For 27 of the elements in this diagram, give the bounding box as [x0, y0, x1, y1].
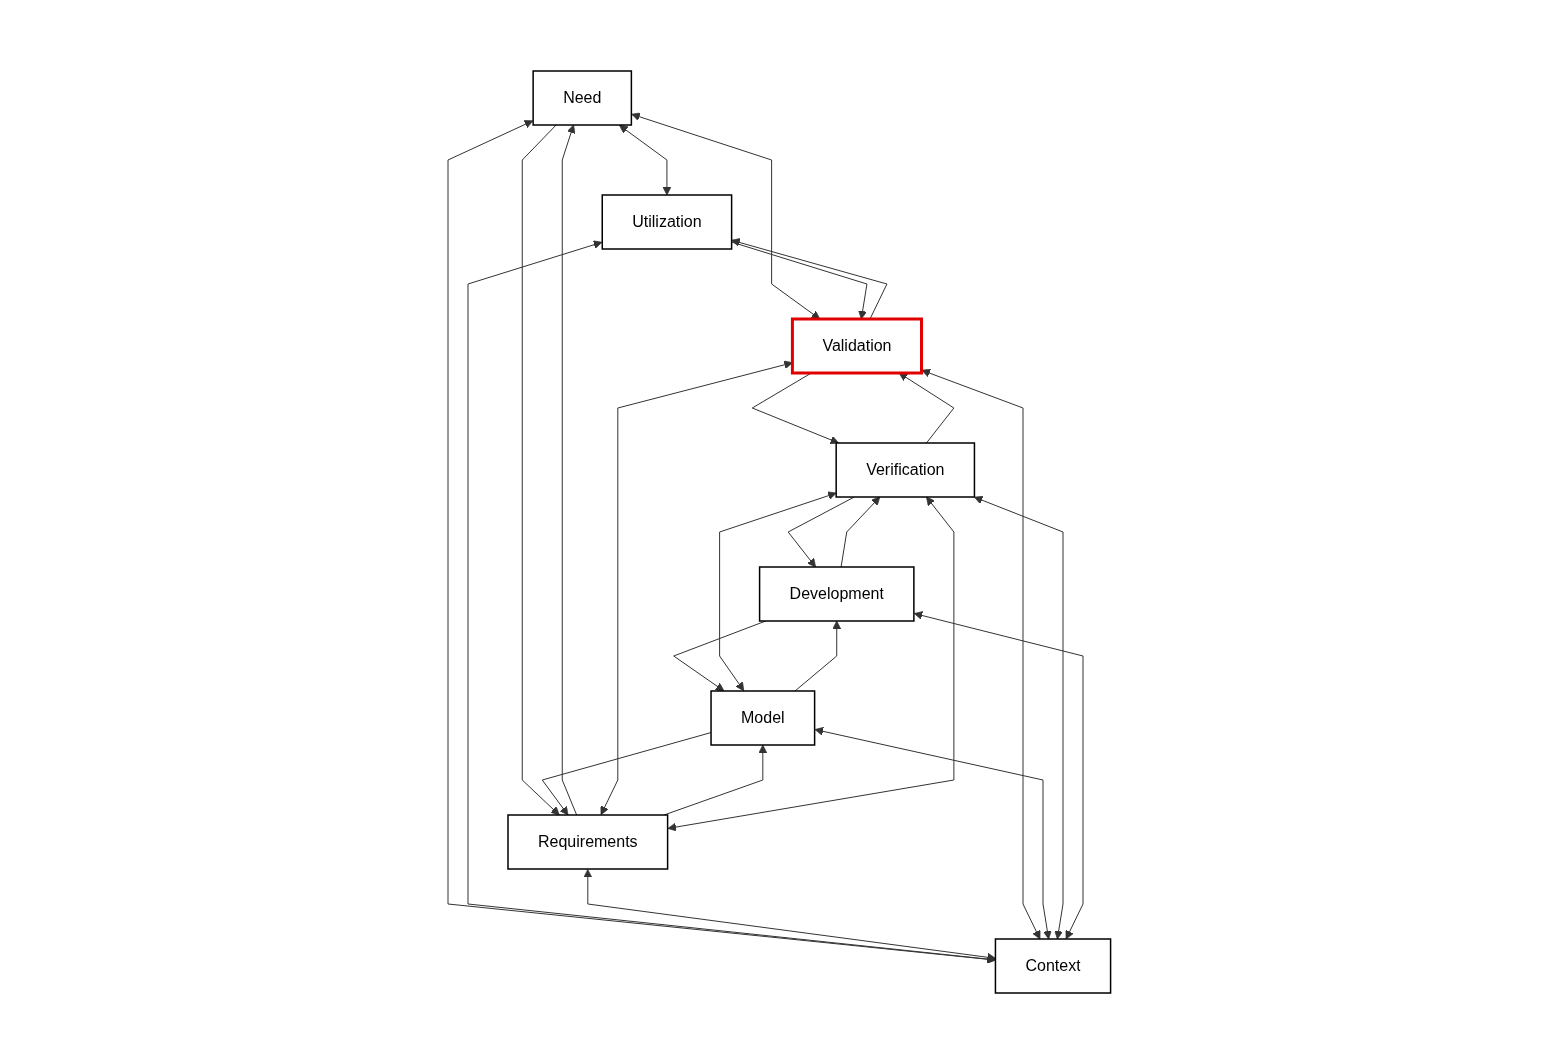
- arrow: [667, 496, 955, 831]
- arrow: [600, 359, 793, 815]
- node-box: Development: [759, 565, 915, 622]
- node-box: Context: [994, 937, 1112, 994]
- arrow: [787, 496, 855, 567]
- arrow: [921, 368, 1041, 939]
- arrow: [814, 726, 1052, 939]
- node-box: Need: [532, 69, 633, 126]
- arrow: [619, 124, 672, 195]
- arrow: [731, 237, 888, 319]
- arrow: [751, 372, 840, 444]
- arrow: [561, 124, 578, 815]
- arrow: [731, 241, 868, 319]
- arrow: [631, 112, 821, 319]
- arrow: [719, 490, 837, 691]
- node-box: Requirements: [507, 813, 669, 870]
- arrow: [521, 124, 560, 815]
- arrow: [914, 610, 1084, 939]
- node-box: Model: [710, 689, 816, 746]
- arrow: [840, 496, 881, 567]
- arrow: [794, 620, 842, 691]
- node-box: Utilization: [601, 193, 733, 250]
- arrow: [898, 372, 955, 443]
- node-box: Verification: [835, 441, 976, 498]
- arrow: [974, 495, 1064, 939]
- node-box: Validation: [791, 317, 924, 374]
- arrow: [541, 731, 712, 815]
